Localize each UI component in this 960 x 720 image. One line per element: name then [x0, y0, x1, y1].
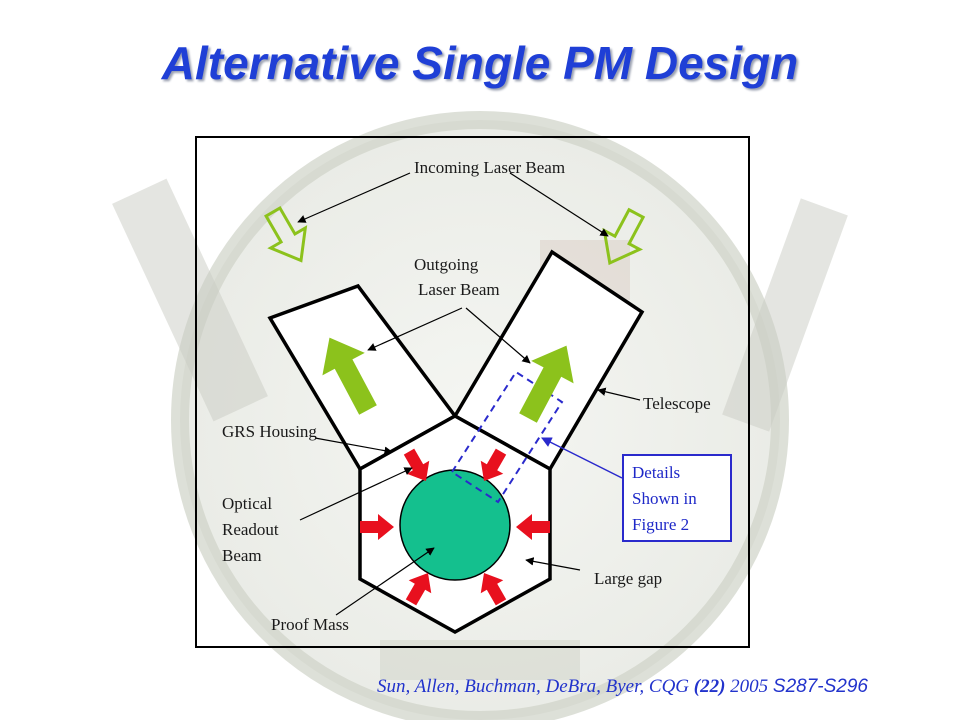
green-outgoing-arrow-left	[322, 337, 377, 415]
label-telescope: Telescope	[643, 394, 711, 413]
details-link-arrow	[541, 437, 623, 479]
proof-mass	[399, 469, 511, 581]
citation-volume: (22)	[693, 676, 726, 697]
citation-year: 2005	[730, 676, 769, 697]
diagram-frame	[195, 136, 750, 648]
label-incoming-laser-beam: Incoming Laser Beam	[414, 158, 566, 177]
citation-pages: S287-S296	[772, 676, 868, 697]
citation-authors: Sun, Allen, Buchman, DeBra, Byer, CQG	[376, 676, 690, 697]
slide-title: Alternative Single PM Design	[161, 37, 799, 89]
details-line2: Shown in	[632, 489, 697, 508]
label-proof-mass: Proof Mass	[271, 615, 349, 634]
details-line3: Figure 2	[632, 515, 690, 534]
green-incoming-arrow-right	[602, 207, 646, 266]
label-optical-line3: Beam	[222, 546, 262, 565]
leader-lines	[297, 172, 641, 616]
green-outgoing-arrow-right	[519, 345, 574, 423]
label-outgoing-line2: Laser Beam	[418, 280, 500, 299]
details-callout-box: Details Shown in Figure 2	[622, 454, 732, 542]
detail-region-dashed	[450, 370, 564, 504]
label-outgoing-line1: Outgoing	[414, 255, 479, 274]
label-grs-housing: GRS Housing	[222, 422, 317, 441]
green-incoming-arrow-left	[264, 205, 308, 263]
label-large-gap: Large gap	[594, 569, 663, 588]
citation: Sun, Allen, Buchman, DeBra, Byer, CQG (2…	[377, 676, 868, 698]
label-optical-line1: Optical	[222, 494, 273, 513]
details-line1: Details	[632, 463, 681, 482]
label-optical-line2: Readout	[222, 520, 279, 539]
